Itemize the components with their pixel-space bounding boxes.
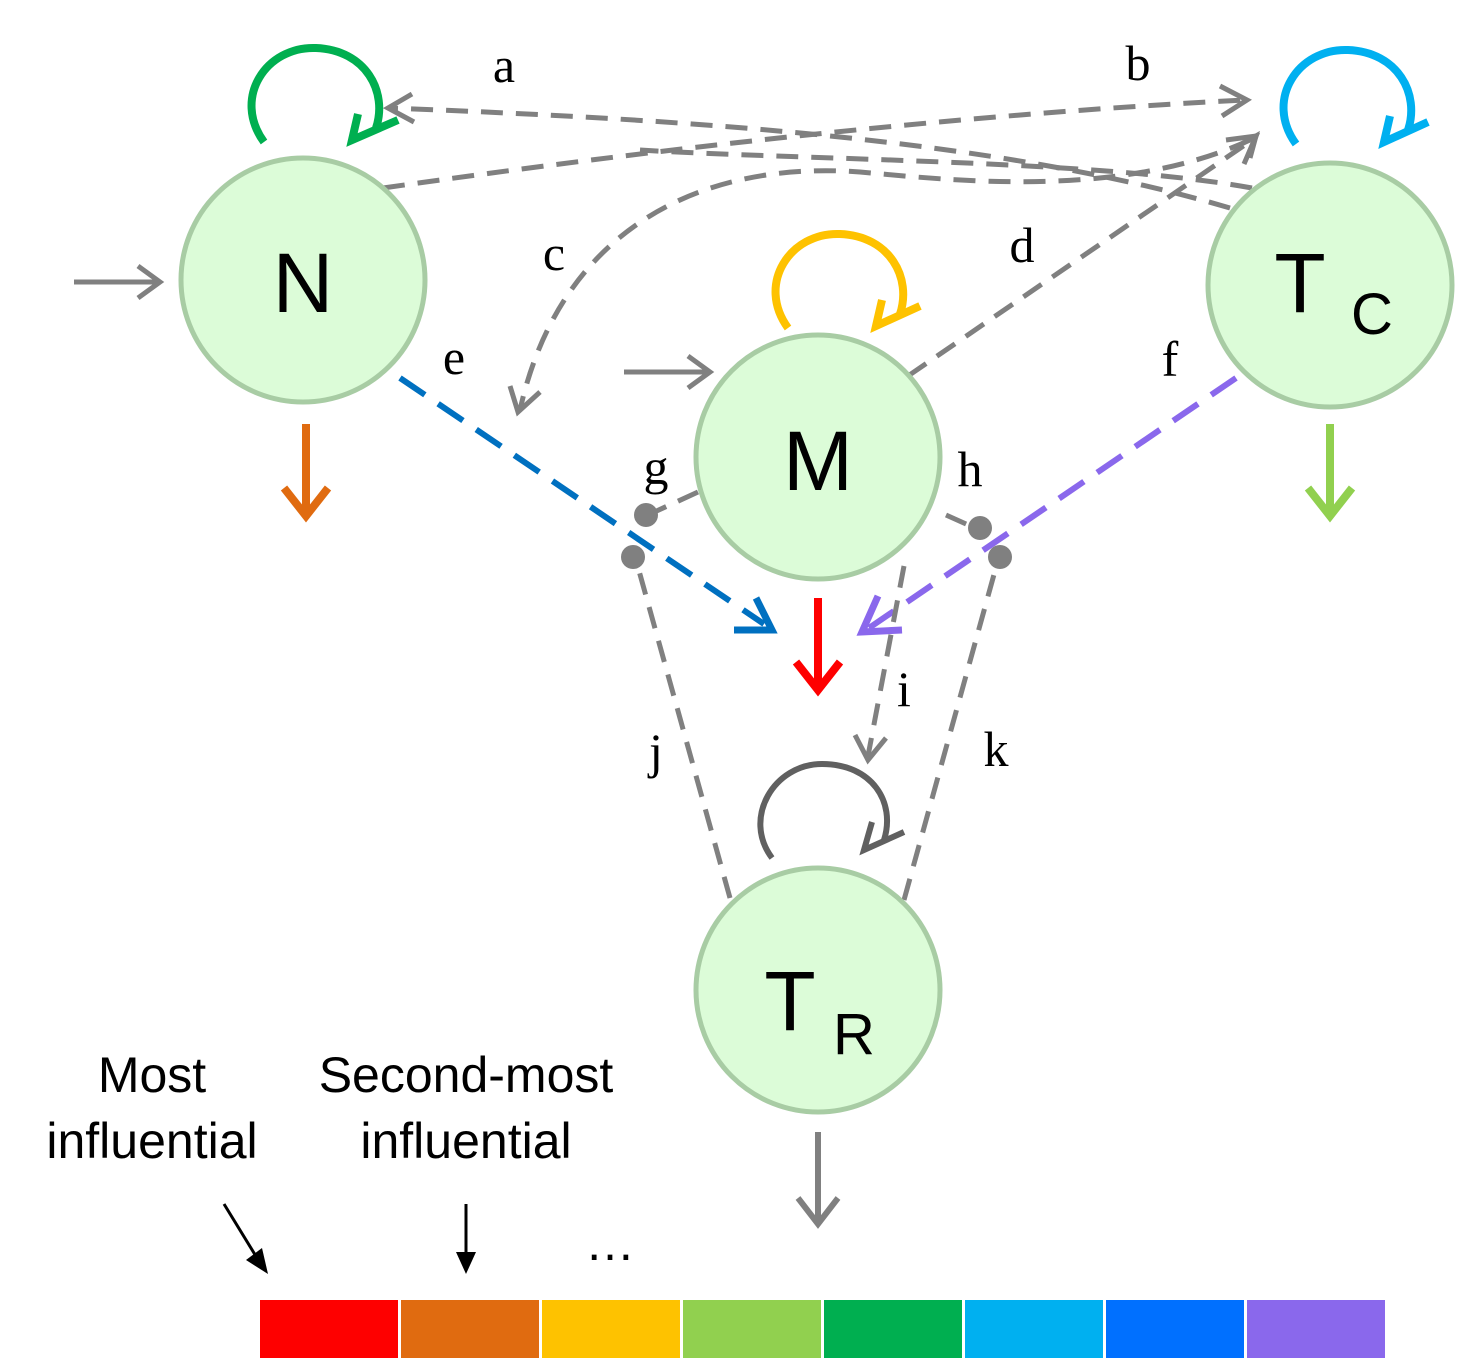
legend-second-line1: Second-most (319, 1047, 614, 1103)
edge-j-endpoint (621, 545, 645, 569)
legend-most-line1: Most (98, 1047, 206, 1103)
output-arrow-tr-head (795, 1196, 841, 1229)
node-n: N (178, 155, 428, 405)
edge-label-k: k (984, 721, 1009, 777)
legend-most-pointer-head (246, 1248, 268, 1274)
color-bar-swatch-1 (260, 1300, 398, 1358)
legend-most-line2: influential (46, 1113, 257, 1169)
legend-ellipsis: … (585, 1215, 635, 1271)
color-bar-swatch-5 (824, 1300, 962, 1358)
color-bar-swatch-6 (965, 1300, 1103, 1358)
edge-label-g: g (644, 439, 669, 495)
color-bar-swatch-8 (1247, 1300, 1385, 1358)
edge-a-tc-to-n (389, 105, 1231, 211)
edge-k-endpoint (988, 545, 1012, 569)
edge-label-j: j (647, 723, 663, 779)
edge-b-n-to-tc (382, 97, 1246, 191)
input-arrow-m-head (686, 353, 715, 391)
self-loop-tc-head (1378, 115, 1430, 149)
edge-d-m-to-tc (906, 137, 1254, 379)
output-arrow-tc-head (1304, 485, 1356, 523)
edge-f-tc-to-m-death (864, 375, 1238, 633)
edge-d-arrowhead (1225, 132, 1261, 165)
edge-label-h: h (958, 441, 983, 497)
edge-label-f: f (1162, 331, 1179, 387)
output-arrow-n-head (280, 485, 332, 523)
color-bar-swatch-2 (401, 1300, 539, 1358)
edge-f-arrowhead (856, 594, 903, 636)
edge-i-arrowhead (852, 733, 888, 765)
edge-g-endpoint (634, 503, 658, 527)
node-tr-label: T (764, 954, 815, 1048)
legend-second-pointer-head (456, 1252, 476, 1274)
input-arrow-n-head (136, 263, 165, 301)
edge-c-tc-to-m (517, 137, 1252, 411)
edge-a-arrowhead (382, 91, 416, 125)
edge-label-d: d (1010, 217, 1035, 273)
edge-e-arrowhead (734, 596, 778, 634)
node-tc-subscript: C (1351, 282, 1393, 347)
self-loop-m (771, 229, 908, 331)
node-n-label: N (273, 236, 334, 330)
node-m-label: M (783, 414, 853, 508)
color-bar-swatch-3 (542, 1300, 680, 1358)
self-loop-tr (757, 760, 891, 860)
influence-legend: Most influential Second-most influential… (46, 1047, 1385, 1358)
edge-label-b: b (1126, 35, 1151, 91)
edge-c-arrowhead-m (507, 385, 542, 417)
node-tr: T R (693, 865, 943, 1115)
self-loop-n-head (346, 113, 400, 147)
color-bar-swatch-4 (683, 1300, 821, 1358)
self-loop-n (247, 43, 384, 145)
edge-e-n-to-m-death (398, 375, 766, 627)
edge-h-endpoint (968, 516, 992, 540)
self-loop-tr-head (859, 821, 906, 856)
edge-i-m-to-tr (865, 565, 907, 757)
node-m: M (693, 332, 943, 582)
influence-color-bar (260, 1300, 1385, 1358)
node-tc-label: T (1274, 236, 1325, 330)
self-loop-tc (1279, 45, 1416, 147)
node-tc: T C (1205, 160, 1455, 410)
edge-label-c: c (543, 225, 565, 281)
edge-h-m-inhibit (944, 512, 977, 531)
legend-second-line2: influential (360, 1113, 571, 1169)
edge-b-arrowhead (1218, 83, 1252, 119)
output-arrow-m-head (792, 659, 844, 697)
edge-a-upper-segment (639, 147, 1253, 191)
edge-g-m-inhibit (648, 489, 700, 517)
edge-label-a: a (493, 37, 515, 93)
color-bar-swatch-7 (1106, 1300, 1244, 1358)
edge-k-tr-inhibit (901, 559, 1001, 901)
node-tr-subscript: R (833, 1002, 875, 1067)
self-loop-m-head (870, 299, 922, 333)
edge-label-i: i (897, 661, 911, 717)
edge-j-tr-inhibit (633, 559, 733, 899)
edge-label-e: e (443, 329, 465, 385)
